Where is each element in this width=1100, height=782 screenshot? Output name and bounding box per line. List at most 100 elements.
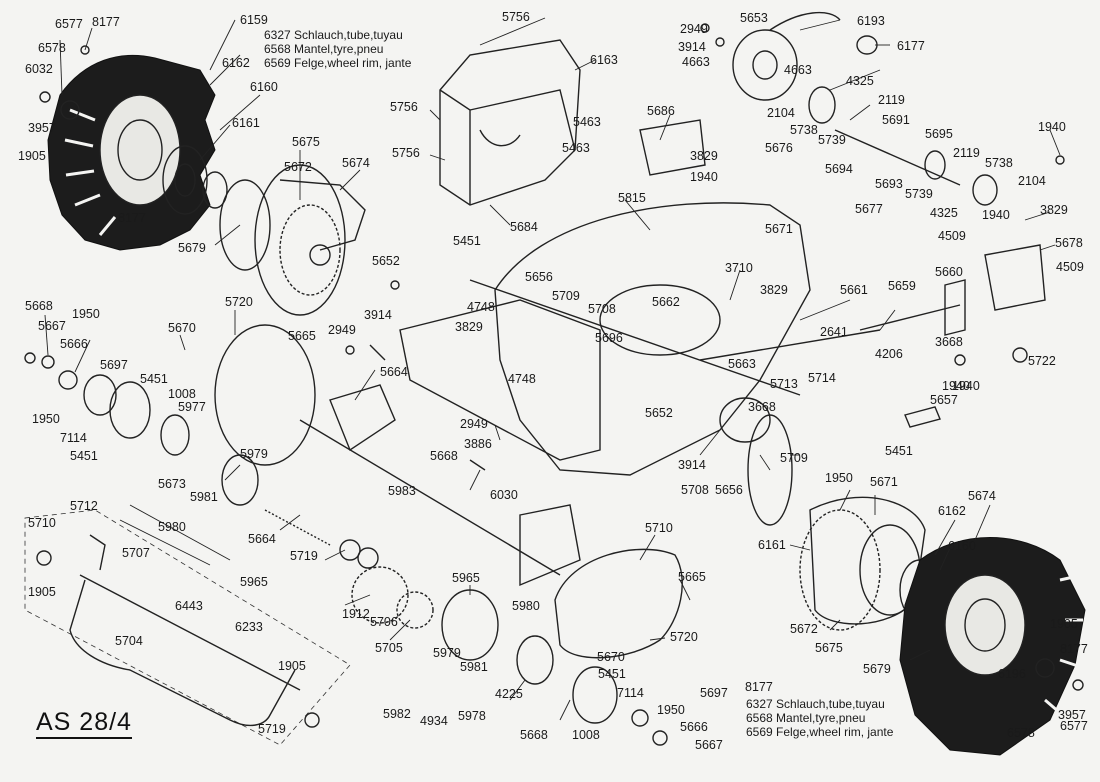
part-number-label: 5739 (818, 133, 846, 147)
part-number-label: 5738 (790, 123, 818, 137)
part-number-label: 1940 (942, 379, 970, 393)
part-number-label: 5704 (115, 634, 143, 648)
part-number-label: 5714 (808, 371, 836, 385)
part-number-label: 5659 (888, 279, 916, 293)
part-number-label: 3914 (364, 308, 392, 322)
left-drive-group (219, 164, 366, 316)
part-number-label: 4934 (420, 714, 448, 728)
part-number-label: 1008 (168, 387, 196, 401)
part-number-label: 6577 (55, 17, 83, 31)
part-number-label: 5709 (552, 289, 580, 303)
part-number-label: 5661 (840, 283, 868, 297)
part-number-label: 5980 (512, 599, 540, 613)
part-number-label: 5674 (342, 156, 370, 170)
part-number-label: 1950 (825, 471, 853, 485)
part-number-label: 5719 (258, 722, 286, 736)
part-number-label: 1940 (952, 379, 980, 393)
part-number-label: 5708 (681, 483, 709, 497)
part-number-label: 4509 (938, 229, 966, 243)
part-number-label: 5738 (985, 156, 1013, 170)
part-number-label: 5451 (453, 234, 481, 248)
part-number-label: 5684 (510, 220, 538, 234)
part-number-label: 5981 (460, 660, 488, 674)
part-number-label: 5756 (390, 100, 418, 114)
part-number-label: 3829 (760, 283, 788, 297)
part-number-label: 2119 (878, 93, 905, 107)
part-number-label: 5694 (825, 162, 853, 176)
part-number-label: 5979 (433, 646, 461, 660)
left-lower-group (24, 324, 396, 546)
part-number-label: 3957 (1058, 708, 1086, 722)
part-number-label: 5664 (248, 532, 276, 546)
part-number-label: 5686 (647, 104, 675, 118)
part-number-label: 5983 (388, 484, 416, 498)
part-number-label: 3886 (464, 437, 492, 451)
part-number-label: 7114 (60, 431, 87, 445)
part-number-label: 5697 (100, 358, 128, 372)
legend-entry: 6569 Felge,wheel rim, jante (264, 56, 412, 70)
part-number-label: 5815 (618, 191, 646, 205)
part-number-label: 1905 (1050, 617, 1078, 631)
part-number-label: 3957 (28, 121, 56, 135)
part-number-label: 5710 (28, 516, 56, 530)
part-number-label: 6159 (240, 13, 268, 27)
part-number-label: 5674 (968, 489, 996, 503)
part-number-label: 5671 (765, 222, 793, 236)
part-number-label: 5710 (645, 521, 673, 535)
part-number-label: 1940 (1038, 120, 1066, 134)
part-number-label: 5719 (290, 549, 318, 563)
part-number-label: 6443 (175, 599, 203, 613)
part-number-label: 4225 (495, 687, 523, 701)
handle-group (24, 509, 351, 746)
part-number-label: 6196 (998, 667, 1026, 681)
part-number-label: 4325 (846, 74, 874, 88)
part-number-label: 5673 (158, 477, 186, 491)
part-number-label: 5672 (790, 622, 818, 636)
part-number-label: 5679 (863, 662, 891, 676)
part-number-label: 6162 (222, 56, 250, 70)
part-number-label: 5668 (520, 728, 548, 742)
part-number-label: 1950 (72, 307, 100, 321)
part-number-label: 5451 (885, 444, 913, 458)
part-number-label: 1905 (18, 149, 46, 163)
legend-entry: 6568 Mantel,tyre,pneu (746, 711, 865, 725)
legend-entry: 6327 Schlauch,tube,tuyau (746, 697, 885, 711)
leader-lines (44, 17, 1061, 721)
part-number-label: 5712 (70, 499, 98, 513)
part-number-label: 8177 (118, 211, 146, 225)
part-number-label: 3710 (725, 261, 753, 275)
part-number-label: 5720 (225, 295, 253, 309)
part-number-label: 5665 (678, 570, 706, 584)
legend-entry: 6568 Mantel,tyre,pneu (264, 42, 383, 56)
part-number-label: 5720 (670, 630, 698, 644)
part-number-label: 5739 (905, 187, 933, 201)
part-number-label: 6160 (250, 80, 278, 94)
diagram-id-label: AS 28/4 (36, 707, 132, 739)
part-number-label: 5709 (780, 451, 808, 465)
part-number-label: 5657 (930, 393, 958, 407)
part-number-label: 5668 (25, 299, 53, 313)
part-number-label: 4206 (875, 347, 903, 361)
part-number-label: 5663 (728, 357, 756, 371)
part-number-label: 8177 (92, 15, 120, 29)
part-number-label: 5691 (882, 113, 910, 127)
part-number-label: 5664 (380, 365, 408, 379)
part-number-label: 5668 (430, 449, 458, 463)
part-number-label: 5982 (383, 707, 411, 721)
left-hub (39, 91, 228, 215)
part-number-label: 5677 (855, 202, 883, 216)
part-number-label: 2949 (328, 323, 356, 337)
part-number-label: 7114 (617, 686, 644, 700)
part-number-label: 5660 (935, 265, 963, 279)
part-number-label: 5676 (765, 141, 793, 155)
part-number-label: 5706 (370, 615, 398, 629)
deck (399, 202, 811, 476)
part-number-label: 5666 (680, 720, 708, 734)
part-number-label: 4663 (682, 55, 710, 69)
part-number-label: 5696 (595, 331, 623, 345)
part-number-label: 4325 (930, 206, 958, 220)
part-number-label: 1912 (342, 607, 370, 621)
part-number-label: 5705 (375, 641, 403, 655)
